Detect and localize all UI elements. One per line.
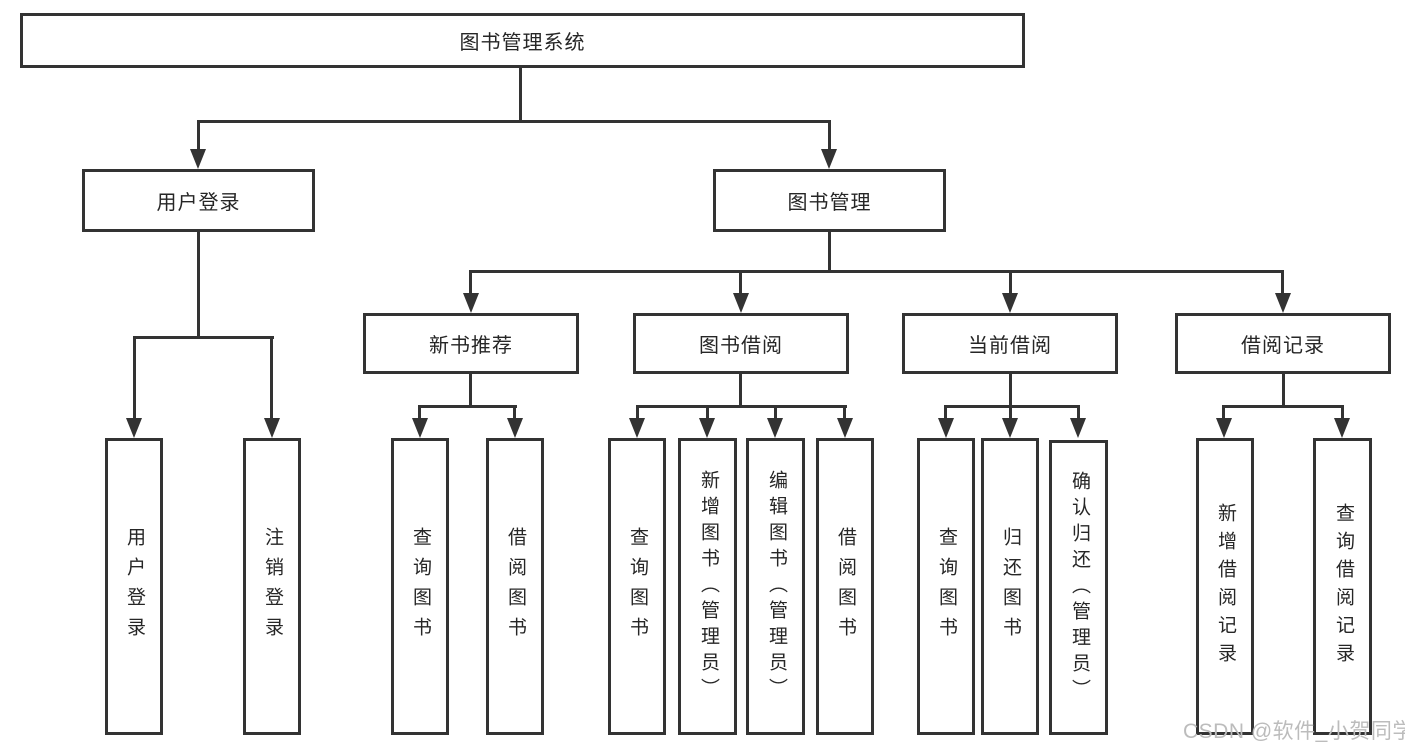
arrowhead-down-icon	[767, 418, 783, 438]
connector-line	[1282, 374, 1285, 407]
node-library-management-system: 图书管理系统	[20, 13, 1025, 68]
leaf-query-books-3: 查询图书	[917, 438, 975, 735]
connector-line	[1281, 270, 1284, 294]
arrowhead-down-icon	[1002, 293, 1018, 313]
connector-line	[945, 405, 1080, 408]
arrowhead-down-icon	[1334, 418, 1350, 438]
node-new-book-recommendation: 新书推荐	[363, 313, 579, 374]
leaf-borrow-books-2: 借阅图书	[816, 438, 874, 735]
connector-line	[1341, 405, 1344, 419]
node-current-borrowing: 当前借阅	[902, 313, 1118, 374]
connector-line	[197, 120, 200, 150]
arrowhead-down-icon	[1070, 418, 1086, 438]
connector-line	[1009, 405, 1012, 419]
arrowhead-down-icon	[412, 418, 428, 438]
node-label: 图书借阅	[699, 335, 783, 357]
node-label: 新书推荐	[429, 335, 513, 357]
connector-line	[519, 68, 522, 122]
connector-line	[828, 120, 831, 150]
arrowhead-down-icon	[463, 293, 479, 313]
leaf-add-book-admin: 新增图书（管理员）	[678, 438, 737, 735]
arrowhead-down-icon	[507, 418, 523, 438]
connector-line	[133, 336, 274, 339]
connector-line	[197, 120, 831, 123]
connector-line	[1009, 374, 1012, 407]
connector-line	[739, 374, 742, 407]
node-label: 图书管理系统	[459, 32, 586, 54]
connector-line	[1009, 270, 1012, 294]
connector-line	[418, 405, 421, 419]
leaf-logout: 注销登录	[243, 438, 301, 735]
node-book-borrowing: 图书借阅	[633, 313, 849, 374]
arrowhead-down-icon	[264, 418, 280, 438]
node-label: 借阅记录	[1241, 335, 1325, 357]
node-book-management: 图书管理	[713, 169, 946, 232]
connector-line	[270, 336, 273, 419]
leaf-return-book: 归还图书	[981, 438, 1039, 735]
arrowhead-down-icon	[126, 418, 142, 438]
arrowhead-down-icon	[733, 293, 749, 313]
connector-line	[197, 232, 200, 338]
leaf-query-books-2: 查询图书	[608, 438, 666, 735]
connector-line	[706, 405, 709, 419]
arrowhead-down-icon	[699, 418, 715, 438]
connector-line	[828, 232, 831, 272]
node-label: 用户登录	[156, 192, 241, 214]
leaf-query-books-1: 查询图书	[391, 438, 449, 735]
arrowhead-down-icon	[629, 418, 645, 438]
leaf-confirm-return-admin: 确认归还（管理员）	[1049, 440, 1108, 735]
connector-line	[419, 405, 517, 408]
connector-line	[843, 405, 846, 419]
node-borrowing-records: 借阅记录	[1175, 313, 1391, 374]
arrowhead-down-icon	[1275, 293, 1291, 313]
arrowhead-down-icon	[190, 149, 206, 169]
connector-line	[513, 405, 516, 419]
connector-line	[1223, 405, 1344, 408]
connector-line	[469, 374, 472, 407]
leaf-query-borrow-record: 查询借阅记录	[1313, 438, 1372, 735]
arrowhead-down-icon	[1216, 418, 1232, 438]
connector-line	[774, 405, 777, 419]
node-user-login: 用户登录	[82, 169, 315, 232]
connector-line	[469, 270, 472, 294]
leaf-add-borrow-record: 新增借阅记录	[1196, 438, 1254, 735]
watermark: CSDN @软件_小贺同学	[1183, 720, 1405, 743]
leaf-borrow-books-1: 借阅图书	[486, 438, 544, 735]
connector-line	[944, 405, 947, 419]
connector-line	[1077, 405, 1080, 419]
arrowhead-down-icon	[837, 418, 853, 438]
arrowhead-down-icon	[821, 149, 837, 169]
arrowhead-down-icon	[1002, 418, 1018, 438]
arrowhead-down-icon	[938, 418, 954, 438]
connector-line	[739, 270, 742, 294]
node-label: 图书管理	[787, 192, 872, 214]
leaf-edit-book-admin: 编辑图书（管理员）	[746, 438, 805, 735]
connector-line	[636, 405, 847, 408]
connector-line	[1222, 405, 1225, 419]
connector-line	[133, 336, 136, 419]
node-label: 当前借阅	[968, 335, 1052, 357]
connector-line	[636, 405, 639, 419]
leaf-user-login: 用户登录	[105, 438, 163, 735]
connector-line	[469, 270, 1284, 273]
